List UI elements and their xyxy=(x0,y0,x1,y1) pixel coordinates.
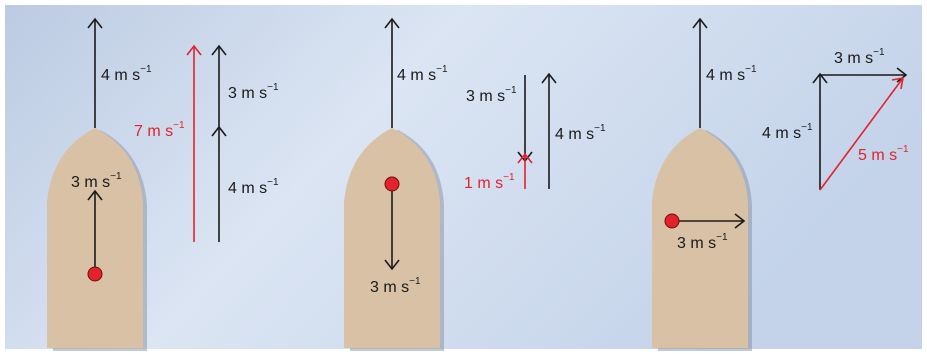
person-velocity-arrow xyxy=(384,191,400,271)
person-velocity-label: 3 m s−1 xyxy=(370,276,421,296)
boat-velocity-label: 4 m s−1 xyxy=(101,64,152,84)
vector-down-label: 3 m s−1 xyxy=(466,85,517,105)
resultant-label: 1 m s−1 xyxy=(464,172,515,192)
resultant-arrow xyxy=(517,152,533,189)
background-panel xyxy=(5,5,922,349)
boat-velocity-arrow xyxy=(384,17,400,128)
vector-up-arrow xyxy=(541,72,557,189)
vector-horizontal-arrow xyxy=(820,67,908,83)
resultant-arrow xyxy=(186,44,202,242)
boat-velocity-label: 4 m s−1 xyxy=(397,64,448,84)
panel-3: 4 m s−1 3 m s−1 3 m s−1 4 m s−1 5 m s−1 xyxy=(652,17,909,351)
boat-velocity-label: 4 m s−1 xyxy=(706,64,757,84)
vector-lower-label: 4 m s−1 xyxy=(228,177,279,197)
boat-hull xyxy=(652,128,748,348)
panel-1: 4 m s−1 3 m s−1 7 m s−1 3 m s−1 4 m s−1 xyxy=(47,17,279,351)
vector-sum-upper-arrow xyxy=(211,44,227,128)
person-velocity-arrow xyxy=(672,213,746,229)
vector-horizontal-label: 3 m s−1 xyxy=(834,47,885,67)
resultant-label: 7 m s−1 xyxy=(134,120,185,140)
person-velocity-label: 3 m s−1 xyxy=(71,171,122,191)
boat-velocity-arrow xyxy=(692,17,708,128)
vector-vertical-label: 4 m s−1 xyxy=(762,122,813,142)
vector-upper-label: 3 m s−1 xyxy=(228,82,279,102)
person-dot xyxy=(664,213,680,229)
person-velocity-arrow xyxy=(87,189,103,272)
person-dot xyxy=(87,266,103,282)
resultant-label: 5 m s−1 xyxy=(858,144,909,164)
boat-velocity-arrow xyxy=(87,17,103,128)
person-velocity-label: 3 m s−1 xyxy=(677,232,728,252)
person-dot xyxy=(384,176,400,192)
panel-2: 4 m s−1 3 m s−1 3 m s−1 4 m s−1 1 m s−1 xyxy=(344,17,606,351)
resultant-arrow xyxy=(819,77,904,191)
vector-up-label: 4 m s−1 xyxy=(555,123,606,143)
vector-vertical-arrow xyxy=(812,72,828,190)
